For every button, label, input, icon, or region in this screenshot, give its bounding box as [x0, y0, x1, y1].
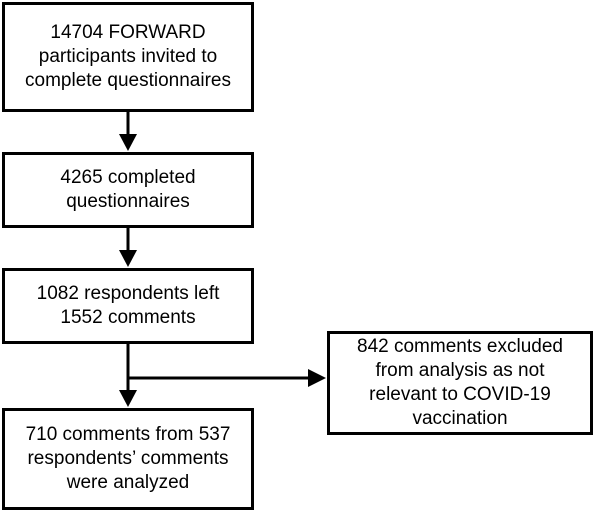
arrowhead-invited-to-completed [119, 134, 137, 151]
completed-line-2: questionnaires [66, 191, 190, 212]
excluded-line-3: relevant to COVID-19 [369, 384, 551, 405]
analyzed-line-2: respondents’ comments [27, 448, 229, 469]
analyzed-line-3: were analyzed [66, 472, 190, 493]
excluded-line-1: 842 comments excluded [357, 336, 563, 357]
invited-line-3: complete questionnaires [25, 70, 231, 91]
arrowhead-comments-to-analyzed [119, 390, 137, 407]
invited-line-1: 14704 FORWARD [50, 22, 206, 43]
comments-line-1: 1082 respondents left [36, 283, 220, 304]
excluded-comments-box: 842 comments excluded from analysis as n… [327, 331, 593, 435]
excluded-line-4: vaccination [412, 408, 508, 429]
analyzed-line-1: 710 comments from 537 [25, 424, 231, 445]
invited-participants-box: 14704 FORWARD participants invited to co… [2, 2, 254, 112]
arrowhead-completed-to-comments [119, 250, 137, 267]
completed-questionnaires-box: 4265 completed questionnaires [2, 152, 254, 228]
analyzed-comments-box: 710 comments from 537 respondents’ comme… [2, 408, 254, 510]
excluded-line-2: from analysis as not [375, 360, 545, 381]
comments-line-2: 1552 comments [60, 307, 196, 328]
invited-line-2: participants invited to [38, 46, 218, 67]
arrowhead-branch-to-excluded [308, 369, 326, 387]
respondents-comments-box: 1082 respondents left 1552 comments [2, 268, 254, 344]
completed-line-1: 4265 completed [60, 167, 196, 188]
